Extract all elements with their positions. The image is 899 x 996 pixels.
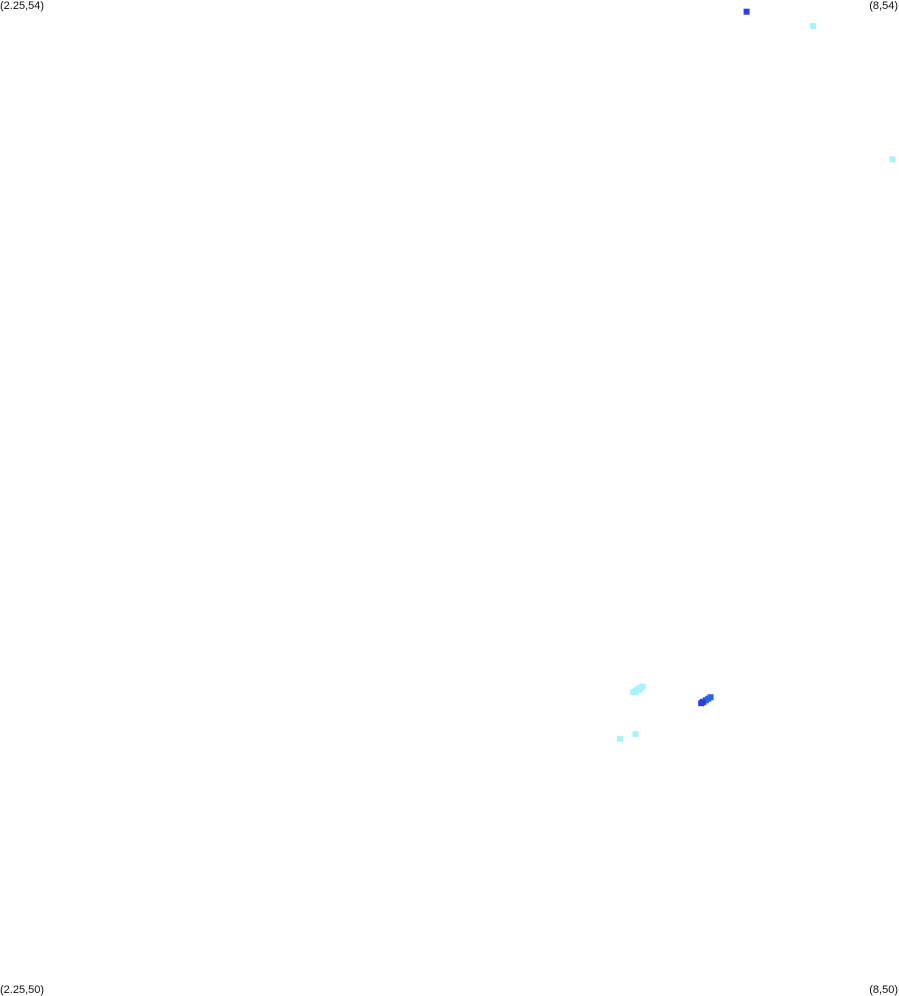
map-point-8	[633, 688, 640, 695]
map-point-17	[632, 731, 639, 738]
map-point-1	[810, 23, 816, 30]
map-point-16	[616, 735, 623, 742]
map-point-0	[743, 8, 750, 15]
map-point-7	[639, 683, 646, 690]
map-point-9	[636, 686, 643, 693]
map-point-14	[707, 694, 714, 701]
map-point-2	[889, 156, 896, 163]
corner-label-bottom-right: (8,50)	[869, 984, 898, 996]
corner-label-top-left: (2.25,54)	[0, 0, 45, 12]
corner-label-top-right: (8,54)	[869, 0, 898, 12]
map-point-15	[699, 699, 706, 706]
corner-label-bottom-left: (2.25,50)	[0, 984, 45, 996]
